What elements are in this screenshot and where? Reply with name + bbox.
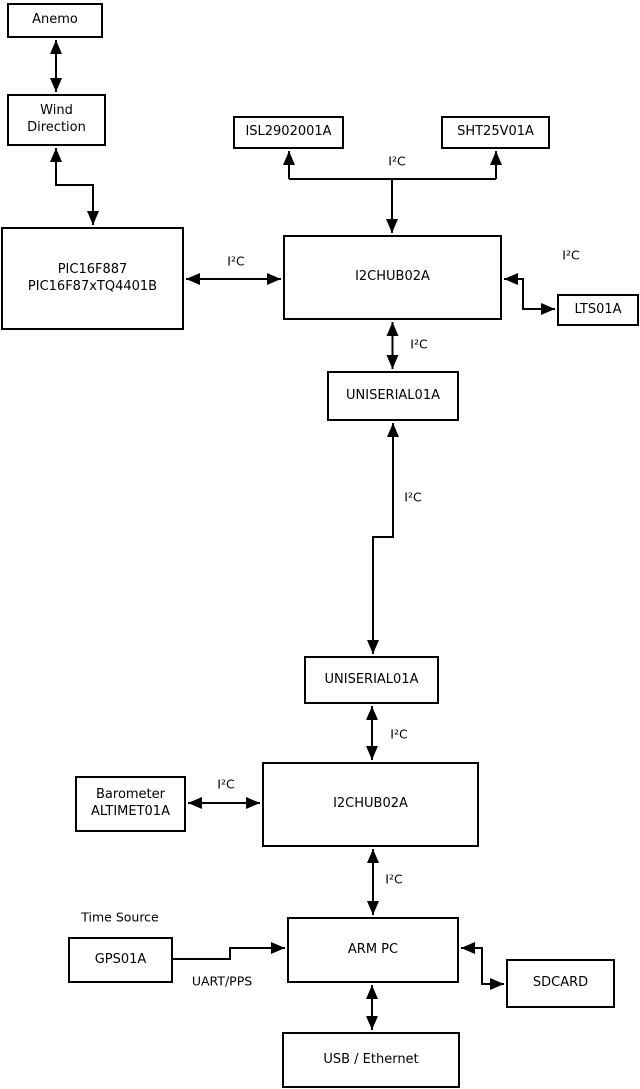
edge-label-i2c-hub2-armpc: I²C xyxy=(385,871,403,887)
node-gps01a: GPS01A xyxy=(68,937,173,983)
node-i2chub02a-upper: I2CHUB02A xyxy=(283,235,502,320)
edge-label-i2c-uniserial2-hub2: I²C xyxy=(390,726,408,742)
connector-gps-armpc xyxy=(173,942,285,960)
node-isl2902001a: ISL2902001A xyxy=(233,116,344,149)
node-uniserial01a-upper: UNISERIAL01A xyxy=(327,371,459,421)
edge-label-i2c-sensor-bus: I²C xyxy=(388,153,406,169)
edge-label-i2c-hub1-lts: I²C xyxy=(562,247,580,263)
edge-label-i2c-uniserial-link: I²C xyxy=(404,489,422,505)
edge-label-time-source: Time Source xyxy=(81,909,159,925)
edge-label-i2c-hub1-uniserial1: I²C xyxy=(410,336,428,352)
connector-wind-pic xyxy=(50,148,99,225)
edge-label-i2c-barometer-hub2: I²C xyxy=(217,776,235,792)
node-barometer-altimet01a: Barometer ALTIMET01A xyxy=(75,776,186,832)
connector-uniserial-link xyxy=(367,423,399,654)
node-pic16f887: PIC16F887 PIC16F87xTQ4401B xyxy=(1,227,184,330)
node-arm-pc: ARM PC xyxy=(287,917,459,983)
connector-hub1-lts xyxy=(504,273,555,315)
node-lts01a: LTS01A xyxy=(557,294,639,326)
node-usb-ethernet: USB / Ethernet xyxy=(282,1032,460,1088)
node-uniserial01a-lower: UNISERIAL01A xyxy=(304,656,439,704)
node-sdcard: SDCARD xyxy=(506,959,615,1008)
connector-armpc-sdcard xyxy=(461,942,504,990)
edge-label-uart-pps: UART/PPS xyxy=(191,973,253,989)
node-i2chub02a-lower: I2CHUB02A xyxy=(262,762,479,847)
node-wind-direction: Wind Direction xyxy=(7,94,106,146)
edge-label-i2c-pic-hub1: I²C xyxy=(227,253,245,269)
node-anemo: Anemo xyxy=(7,3,103,38)
node-sht25v01a: SHT25V01A xyxy=(441,116,550,149)
